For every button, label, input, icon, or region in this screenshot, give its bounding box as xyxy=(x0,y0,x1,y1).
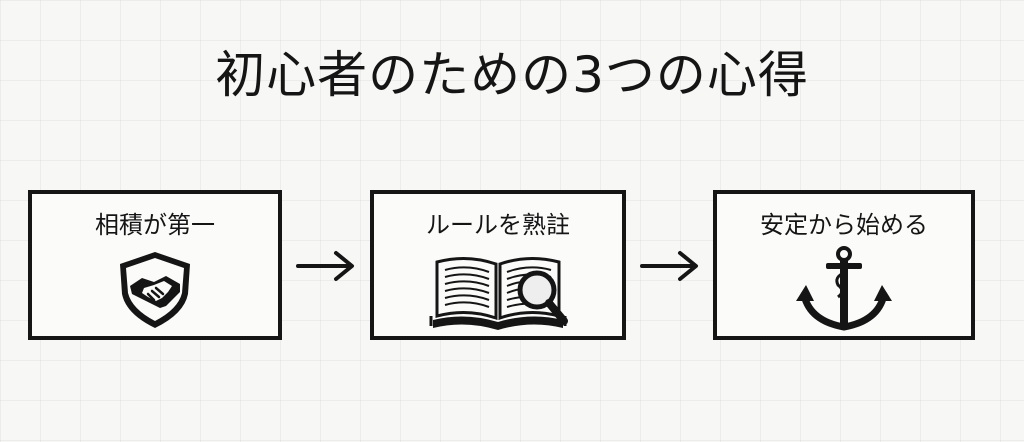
step-card-2: ルールを熟註 xyxy=(370,190,626,340)
step-label-3: 安定から始める xyxy=(760,211,928,239)
diagram-title: 初心者のための3つの心得 xyxy=(215,46,809,104)
handshake-shield-icon xyxy=(120,252,190,328)
anchor-icon xyxy=(796,246,892,331)
arrow-right-icon xyxy=(640,251,698,281)
book-magnifier-icon xyxy=(429,257,568,330)
step-card-3: 安定から始める xyxy=(713,190,975,340)
step-label-1: 相積が第一 xyxy=(95,211,215,239)
arrow-right-icon xyxy=(296,251,354,281)
step-label-2: ルールを熟註 xyxy=(426,211,570,239)
step-card-1: 相積が第一 xyxy=(28,190,282,340)
